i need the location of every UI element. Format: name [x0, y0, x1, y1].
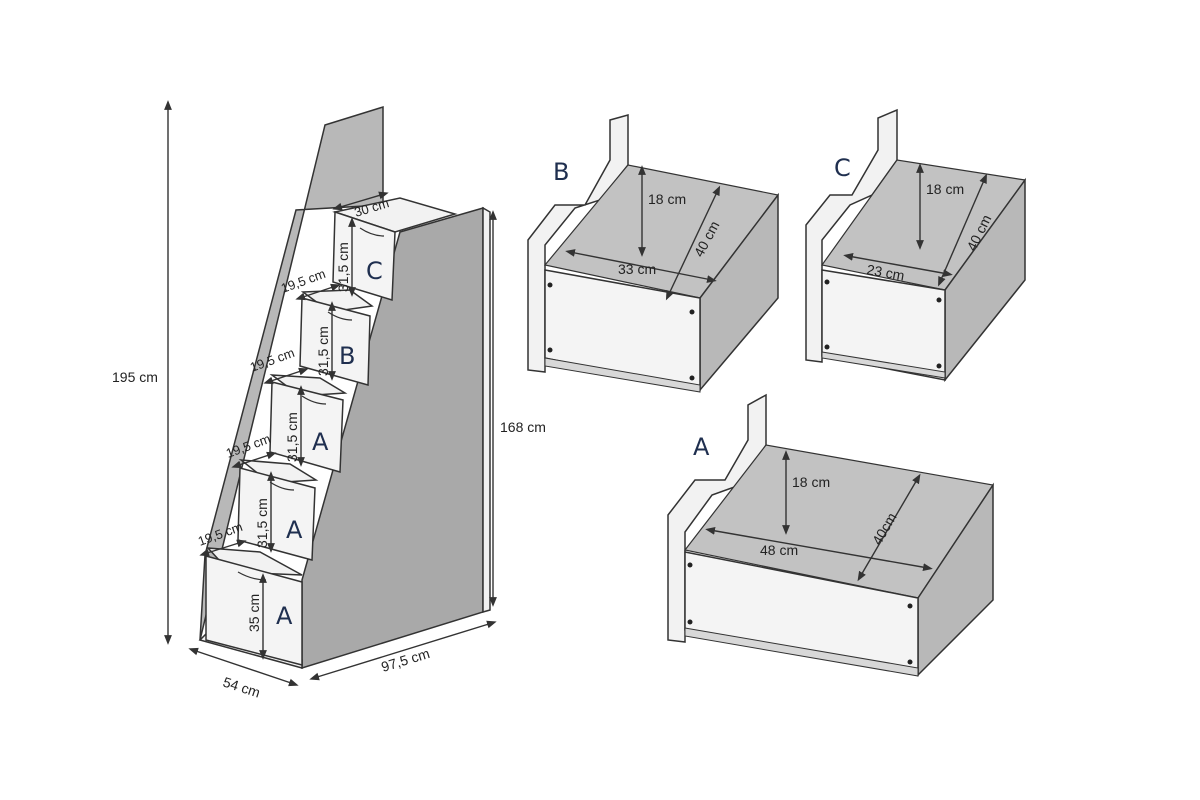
drawer-c-width: 23 cm — [865, 261, 905, 283]
top-step-arrow — [332, 191, 389, 211]
staircase-side-edge — [482, 206, 491, 613]
drawer-a1-height-label: 31,5 cm — [284, 412, 300, 462]
drawer-c-letter-label: C — [834, 154, 851, 182]
drawer-b-detail — [527, 114, 780, 393]
drawer-a-width: 48 cm — [760, 542, 798, 558]
drawer-a3-letter: A — [276, 602, 293, 630]
drawer-a2-front — [237, 467, 316, 561]
drawer-c-width-arrow — [843, 253, 953, 277]
step-depth-arrow-3 — [231, 451, 277, 469]
drawer-b-width: 33 cm — [618, 261, 656, 277]
drawer-a-letter-label: A — [693, 433, 710, 461]
drawer-b-front — [299, 297, 371, 386]
width-54-arrow — [188, 647, 299, 687]
height-168-label: 168 cm — [500, 419, 546, 435]
drawer-b-height: 18 cm — [648, 191, 686, 207]
drawer-a3-front — [205, 555, 303, 666]
drawer-c-height-label: 31,5 cm — [335, 242, 351, 292]
drawer-b-width-arrow — [565, 249, 717, 283]
drawer-a2-height-label: 31,5 cm — [254, 498, 270, 548]
drawer-c-height: 18 cm — [926, 181, 964, 197]
drawer-a2-letter: A — [286, 516, 303, 544]
step-depth-label-2: 19,5 cm — [248, 345, 297, 375]
width-54-label: 54 cm — [221, 674, 262, 701]
drawer-a-rail — [684, 627, 919, 677]
drawer-b-letter: B — [339, 342, 355, 370]
handle-icon — [359, 227, 385, 237]
drawer-c-letter: C — [366, 257, 383, 285]
step-depth-arrow-2 — [263, 367, 309, 385]
drawer-a1-letter: A — [312, 428, 329, 456]
depth-97-arrow — [309, 620, 497, 681]
drawer-b-rail — [544, 357, 701, 393]
drawer-a-width-arrow — [705, 526, 933, 572]
drawer-a-detail — [667, 393, 995, 677]
drawer-c-rail — [821, 351, 946, 379]
step-depth-arrow-1 — [295, 283, 341, 301]
drawer-a1-front — [269, 381, 344, 473]
staircase-unit — [198, 105, 491, 670]
drawer-a-height: 18 cm — [792, 474, 830, 490]
drawer-c-front-panel — [821, 269, 946, 381]
step-depth-arrow-4 — [199, 539, 247, 557]
drawer-a3-height-label: 35 cm — [246, 594, 262, 632]
drawer-c-detail — [805, 108, 1027, 383]
drawer-b-letter-label: B — [553, 158, 569, 186]
drawer-b-height-label: 31,5 cm — [315, 326, 331, 376]
height-195-label: 195 cm — [112, 369, 158, 385]
